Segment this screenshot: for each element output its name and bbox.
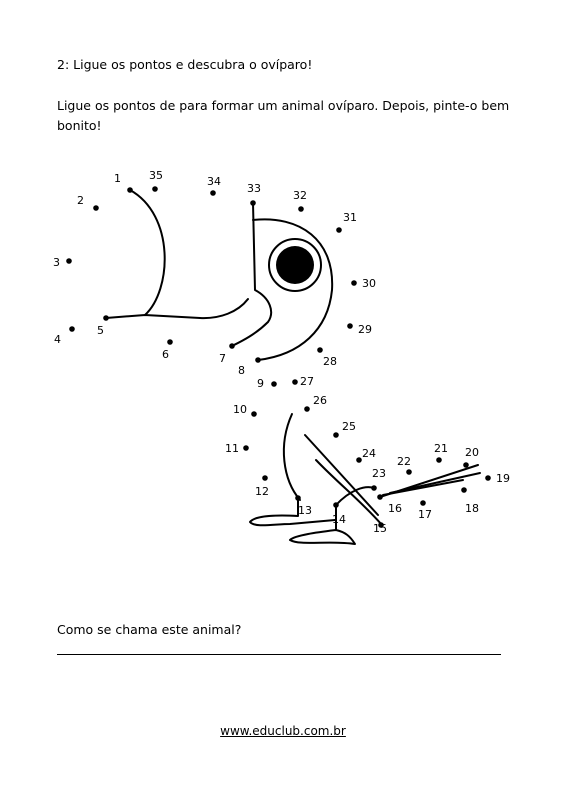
wing-line-2	[304, 434, 379, 516]
dot-5	[103, 315, 109, 321]
dot-label-31: 31	[343, 211, 357, 224]
dot-label-2: 2	[77, 194, 84, 207]
dot-label-14: 14	[332, 513, 346, 526]
dot-label-7: 7	[219, 352, 226, 365]
dot-34	[210, 190, 216, 196]
partial-toucan-lines	[105, 189, 481, 545]
dot-28	[317, 347, 323, 353]
dot-35	[152, 186, 158, 192]
dot-26	[304, 406, 310, 412]
dot-label-33: 33	[247, 182, 261, 195]
dot-label-16: 16	[388, 502, 402, 515]
dot-19	[485, 475, 491, 481]
dot-13	[295, 495, 301, 501]
dot-14	[333, 502, 339, 508]
beak-bottom-line	[105, 298, 249, 320]
dot-label-27: 27	[300, 375, 314, 388]
dot-31	[336, 227, 342, 233]
belly-line	[335, 486, 375, 506]
dot-20	[463, 462, 469, 468]
instruction-text: Ligue os pontos de para formar um animal…	[57, 98, 510, 133]
dot-1	[127, 187, 133, 193]
dot-label-26: 26	[313, 394, 327, 407]
dot-3	[66, 258, 72, 264]
head-left-edge	[231, 202, 273, 347]
beak-top-curve	[129, 189, 166, 316]
answer-question: Como se chama este animal?	[57, 622, 242, 637]
dot-label-34: 34	[207, 175, 221, 188]
dot-label-35: 35	[149, 169, 163, 182]
dot-label-4: 4	[54, 333, 61, 346]
left-foot	[249, 497, 336, 527]
dot-21	[436, 457, 442, 463]
dot-label-19: 19	[496, 472, 510, 485]
dot-label-10: 10	[233, 403, 247, 416]
dot-label-17: 17	[418, 508, 432, 521]
dot-label-23: 23	[372, 467, 386, 480]
dot-label-18: 18	[465, 502, 479, 515]
head-right-edge	[252, 218, 334, 361]
dot-15	[378, 522, 384, 528]
eye-pupil	[276, 246, 314, 284]
dot-33	[250, 200, 256, 206]
dot-24	[356, 457, 362, 463]
dot-label-20: 20	[465, 446, 479, 459]
dot-25	[333, 432, 339, 438]
answer-line[interactable]	[57, 654, 501, 655]
right-foot	[289, 504, 356, 545]
dot-12	[262, 475, 268, 481]
dot-label-32: 32	[293, 189, 307, 202]
dot-8	[255, 357, 261, 363]
dot-label-12: 12	[255, 485, 269, 498]
dot-9	[271, 381, 277, 387]
dot-label-30: 30	[362, 277, 376, 290]
dot-label-11: 11	[225, 442, 239, 455]
dot-23	[371, 485, 377, 491]
body-left-edge	[282, 413, 301, 501]
dot-label-9: 9	[257, 377, 264, 390]
dot-18	[461, 487, 467, 493]
dot-22	[406, 469, 412, 475]
dot-27	[292, 379, 298, 385]
dot-32	[298, 206, 304, 212]
dot-label-5: 5	[97, 324, 104, 337]
dot-label-28: 28	[323, 355, 337, 368]
dot-label-21: 21	[434, 442, 448, 455]
dot-29	[347, 323, 353, 329]
eye-outer-ring	[268, 238, 322, 292]
dot-17	[420, 500, 426, 506]
dot-2	[93, 205, 99, 211]
dot-7	[229, 343, 235, 349]
dot-16	[377, 494, 383, 500]
dot-11	[243, 445, 249, 451]
dot-label-8: 8	[238, 364, 245, 377]
dot-label-15: 15	[373, 522, 387, 535]
dot-label-1: 1	[114, 172, 121, 185]
dot-10	[251, 411, 257, 417]
dot-label-29: 29	[358, 323, 372, 336]
dot-label-3: 3	[53, 256, 60, 269]
dot-label-24: 24	[362, 447, 376, 460]
dot-label-13: 13	[298, 504, 312, 517]
dot-6	[167, 339, 173, 345]
dot-label-22: 22	[397, 455, 411, 468]
dot-label-25: 25	[342, 420, 356, 433]
activity-heading: 2: Ligue os pontos e descubra o ovíparo!	[57, 57, 313, 72]
dot-30	[351, 280, 357, 286]
tail-line-3	[389, 472, 481, 494]
dot-label-6: 6	[162, 348, 169, 361]
footer-link[interactable]: www.educlub.com.br	[220, 724, 346, 738]
dot-4	[69, 326, 75, 332]
